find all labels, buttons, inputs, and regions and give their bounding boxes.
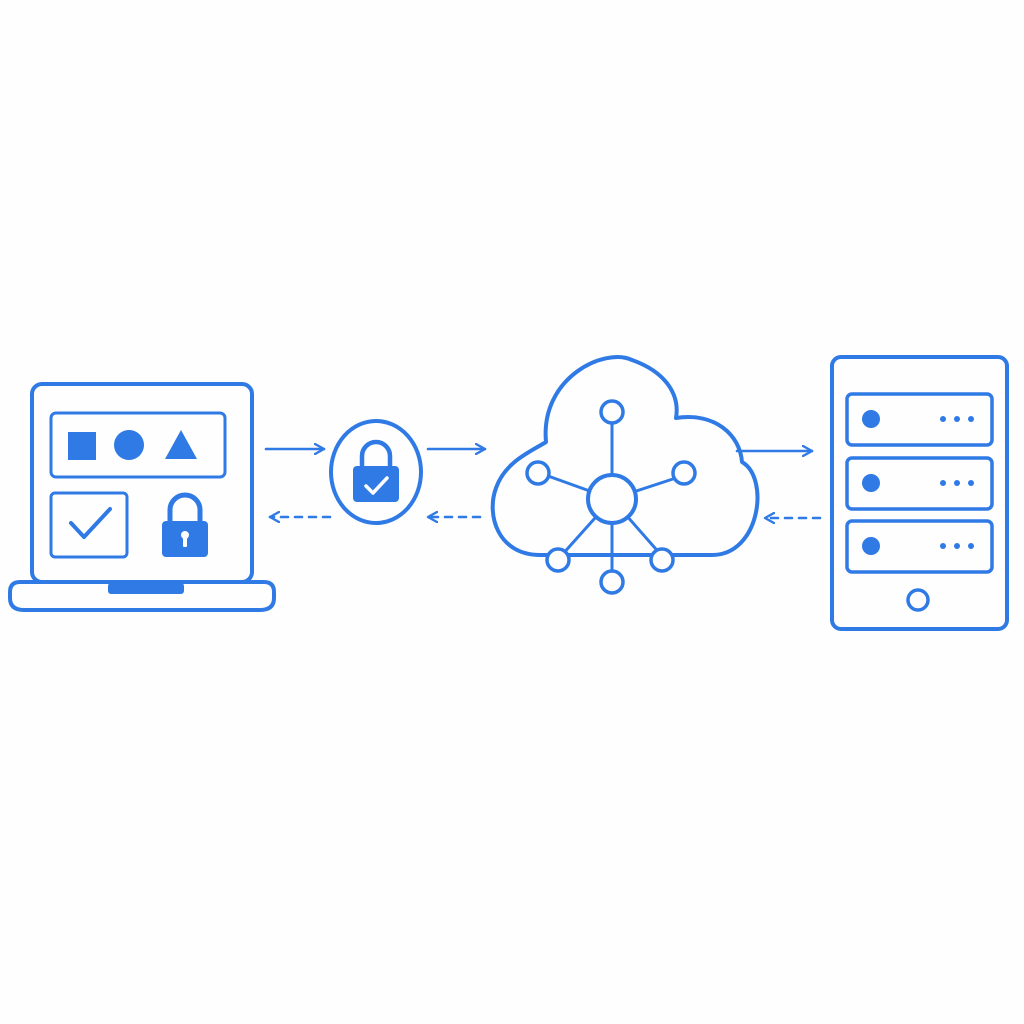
network-hub-node [586,473,638,525]
laptop-notch [108,583,184,594]
server-unit [845,456,994,511]
server-unit [845,392,994,447]
server-cabinet [830,355,1009,631]
network-node [599,399,625,425]
secure-lock-check-icon [329,419,423,525]
server-unit [845,519,994,574]
laptop-base [8,580,276,612]
laptop-icon [8,382,276,612]
network-node [545,547,571,573]
network-node [525,460,551,486]
cloud-network-hub-icon [490,355,760,595]
checkmark-box-icon [49,491,129,559]
security-lock-body [353,466,399,502]
network-node [599,569,625,595]
security-ring [329,419,423,525]
circle-shape-icon [114,430,144,460]
cloud-outline [490,355,760,557]
triangle-shape-icon [165,430,197,459]
security-lock-shackle [359,439,393,469]
server-rack-icon [830,355,1009,631]
connection-arrows [264,449,822,518]
network-node [671,460,697,486]
padlock-icon [162,492,208,557]
network-node [649,547,675,573]
security-check-icon [364,476,389,495]
server-power-button [906,588,930,612]
checkmark-icon [69,507,112,539]
square-shape-icon [68,432,96,460]
shapes-panel [49,411,227,479]
